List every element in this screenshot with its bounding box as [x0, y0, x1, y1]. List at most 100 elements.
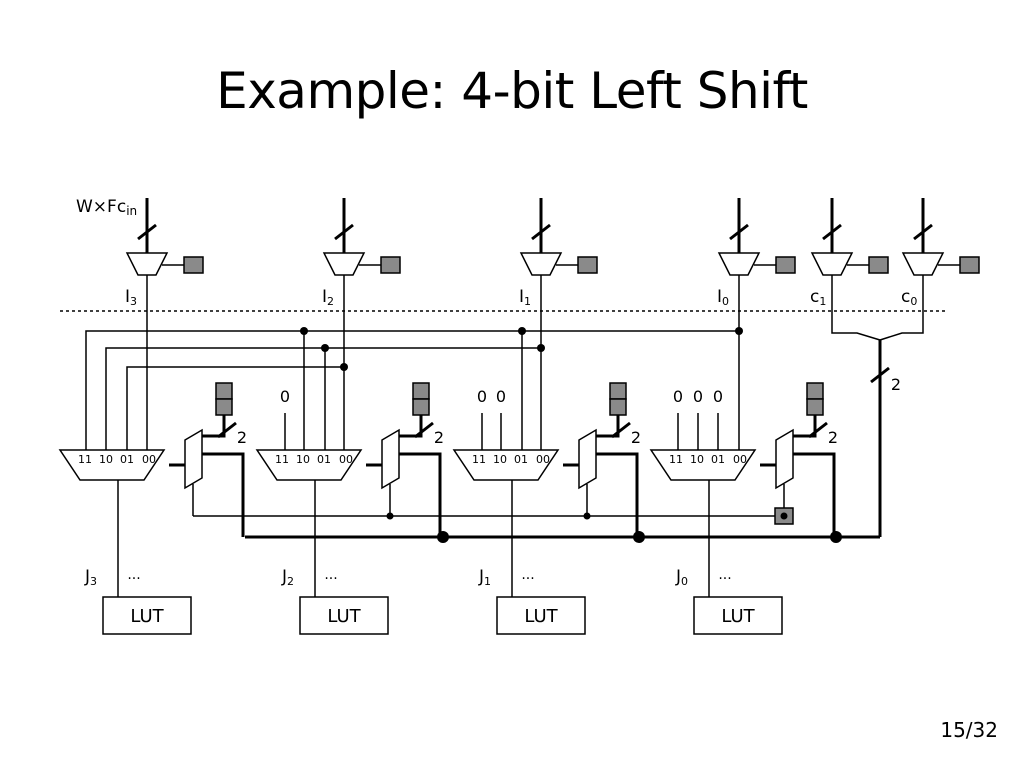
- config-sram: [215, 398, 233, 416]
- mux-input-label: 01: [120, 453, 134, 466]
- wire-i2-route: [126, 366, 344, 450]
- shift-mux: [58, 449, 166, 481]
- bus-width-slash: [822, 223, 842, 241]
- mux-input-label: 00: [142, 453, 156, 466]
- bus-width-slash: [334, 223, 354, 241]
- bus-width-slash: [913, 223, 933, 241]
- mux-input-label: 11: [275, 453, 289, 466]
- sram-select-wire: [793, 415, 817, 438]
- lut-box: [496, 596, 586, 635]
- input-label: I0: [717, 287, 729, 308]
- select-bus-drop: [793, 452, 836, 537]
- junction-dot: [735, 327, 743, 335]
- select-mux: [381, 428, 400, 490]
- lut-box: [102, 596, 192, 635]
- config-sram: [868, 256, 889, 274]
- junction-dot: [340, 363, 348, 371]
- zero-constant: 0: [280, 387, 290, 406]
- input-mux: [901, 252, 945, 276]
- config-sram: [577, 256, 598, 274]
- zero-constant: 0: [693, 387, 703, 406]
- mux-input-label: 10: [99, 453, 113, 466]
- bus-width-slash: [531, 223, 551, 241]
- input-mux: [519, 252, 563, 276]
- select-width-label: 2: [891, 375, 901, 394]
- output-label: J1: [478, 567, 491, 588]
- mux-input-label: 00: [339, 453, 353, 466]
- mux-input-label: 11: [472, 453, 486, 466]
- junction-dot: [300, 327, 308, 335]
- junction-dot: [583, 512, 591, 520]
- zero-constant: 0: [496, 387, 506, 406]
- wire-c1: [831, 275, 881, 341]
- select-mux: [184, 428, 203, 490]
- wire-c0: [879, 275, 924, 341]
- config-sram: [806, 382, 824, 400]
- sram-bus-slash: [414, 421, 434, 439]
- select-bus-slash: [870, 366, 890, 384]
- sram-bus-slash: [611, 421, 631, 439]
- select-bus-drop: [596, 452, 639, 537]
- mux-input-label: 00: [733, 453, 747, 466]
- junction-dot: [437, 531, 449, 543]
- lut-label: LUT: [130, 606, 164, 627]
- mux-input-label: 01: [317, 453, 331, 466]
- config-sram: [412, 382, 430, 400]
- zero-constant: 0: [713, 387, 723, 406]
- config-sram: [215, 382, 233, 400]
- input-label: I2: [322, 287, 334, 308]
- input-label: c1: [810, 287, 826, 308]
- sram-select-wire: [202, 415, 226, 438]
- input-label: c0: [901, 287, 917, 308]
- input-mux: [810, 252, 854, 276]
- mux-input-label: 10: [493, 453, 507, 466]
- lut-label: LUT: [721, 606, 755, 627]
- sram-select-wire: [399, 415, 423, 438]
- zero-constant: 0: [673, 387, 683, 406]
- config-sram: [380, 256, 401, 274]
- wire-i1-route: [105, 347, 541, 450]
- sram-bus-slash: [808, 421, 828, 439]
- mux-input-label: 01: [514, 453, 528, 466]
- shift-mux: [649, 449, 757, 481]
- mux-input-label: 01: [711, 453, 725, 466]
- mux-input-label: 11: [669, 453, 683, 466]
- select-mux: [578, 428, 597, 490]
- mux-input-label: 11: [78, 453, 92, 466]
- ellipsis: ...: [718, 567, 731, 583]
- width-label: W×Fcin: [76, 197, 137, 218]
- junction-dot: [386, 512, 394, 520]
- bus-width-slash: [729, 223, 749, 241]
- lut-box: [693, 596, 783, 635]
- sram-width-label: 2: [237, 428, 247, 447]
- sram-width-label: 2: [434, 428, 444, 447]
- junction-dot: [518, 327, 526, 335]
- ellipsis: ...: [324, 567, 337, 583]
- input-mux: [322, 252, 366, 276]
- ellipsis: ...: [521, 567, 534, 583]
- input-mux: [717, 252, 761, 276]
- ellipsis: ...: [127, 567, 140, 583]
- mux-input-label: 10: [690, 453, 704, 466]
- config-sram: [183, 256, 204, 274]
- lut-label: LUT: [327, 606, 361, 627]
- shift-mux: [452, 449, 560, 481]
- slide-title: Example: 4-bit Left Shift: [216, 62, 808, 120]
- output-label: J3: [84, 567, 97, 588]
- junction-dot: [633, 531, 645, 543]
- sram-width-label: 2: [631, 428, 641, 447]
- components: [58, 252, 980, 635]
- mux-input-label: 10: [296, 453, 310, 466]
- select-bus-drop: [399, 452, 442, 537]
- wires: [60, 198, 960, 600]
- output-label: J0: [675, 567, 688, 588]
- select-bus-drop: [202, 452, 245, 537]
- mux-input-label: 00: [536, 453, 550, 466]
- junction-dot: [321, 344, 329, 352]
- config-sram: [775, 256, 796, 274]
- config-sram: [412, 398, 430, 416]
- sram-bus-slash: [217, 421, 237, 439]
- config-sram: [609, 382, 627, 400]
